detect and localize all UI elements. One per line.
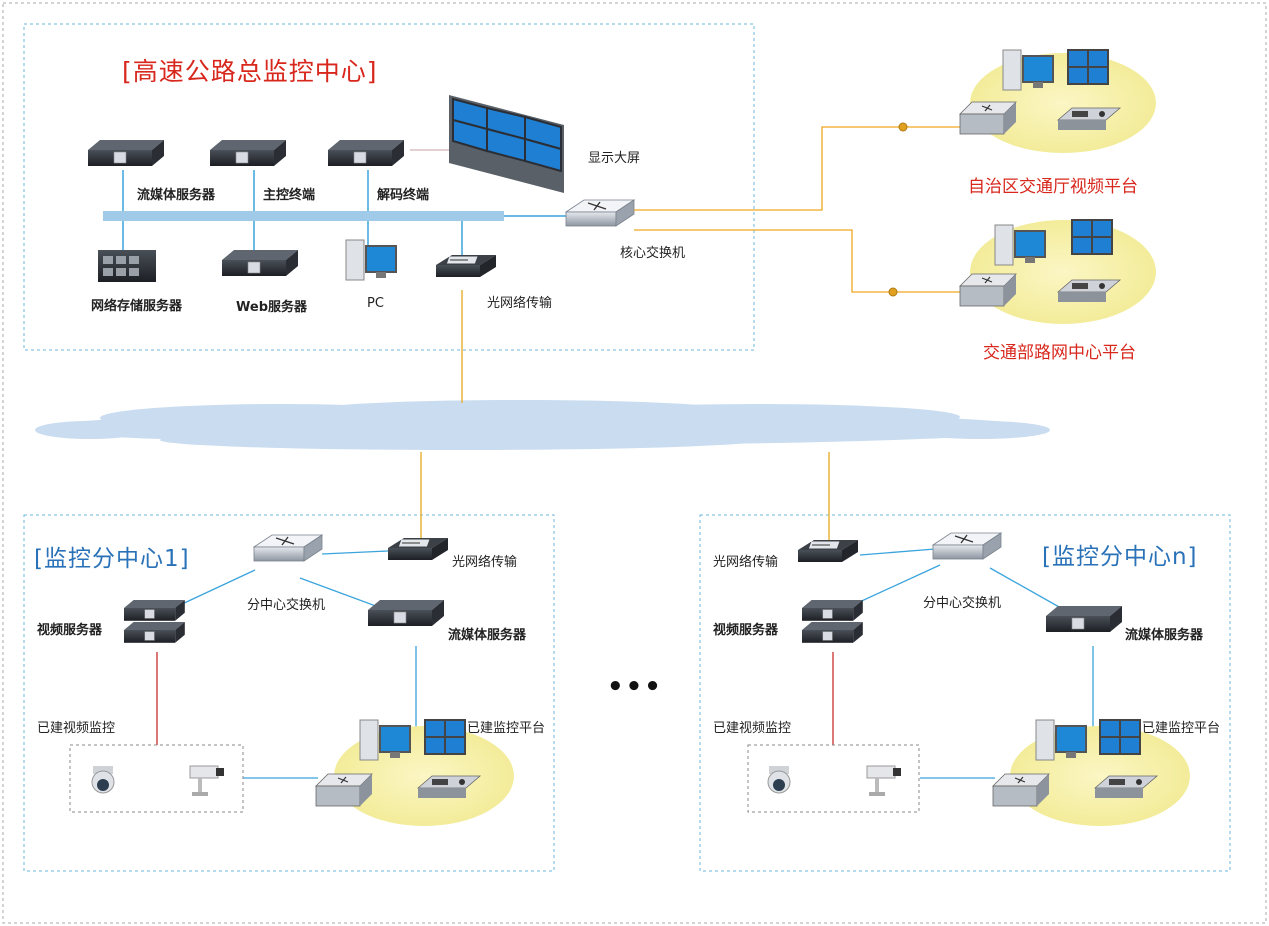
subn-stream-server-label: 流媒体服务器	[1125, 628, 1204, 643]
pc-hq	[345, 239, 397, 281]
sub1-stream-server	[367, 599, 445, 627]
ministry-platform-label: 交通部路网中心平台	[983, 343, 1136, 363]
subn-region	[699, 514, 1231, 872]
hq-title: [高速公路总监控中心]	[122, 57, 378, 86]
remote-link-node-2	[888, 287, 898, 297]
remote-link-node-1	[898, 122, 908, 132]
subn-stream-server	[1045, 605, 1123, 633]
main-control-label: 主控终端	[263, 188, 316, 203]
subn-switch	[932, 532, 1002, 560]
sub1-region	[23, 514, 555, 872]
fiber-trunks	[420, 290, 830, 543]
sub1-bullet-camera	[189, 765, 225, 797]
nas-label: 网络存储服务器	[91, 299, 183, 314]
stream-server-hq	[87, 139, 165, 167]
remote-links	[634, 126, 960, 293]
subn-existing-video-label: 已建视频监控	[713, 721, 792, 736]
sub1-existing-platform-label: 已建监控平台	[467, 721, 546, 736]
hq-fiber-label: 光网络传输	[487, 296, 553, 311]
core-switch-label: 核心交换机	[620, 246, 686, 261]
decoder-label: 解码终端	[377, 188, 430, 203]
hq-stream-server-label: 流媒体服务器	[137, 188, 216, 203]
sub1-dome-camera	[91, 765, 115, 794]
web-server	[221, 249, 299, 277]
core-switch	[565, 199, 635, 227]
web-server-label: Web服务器	[236, 300, 307, 315]
fiber-transceiver-hq	[435, 254, 497, 278]
nas-server	[98, 250, 156, 282]
subn-switch-label: 分中心交换机	[923, 596, 1002, 611]
subn-platform-wall	[1099, 719, 1141, 755]
regional-nvr	[959, 101, 1017, 135]
ministry-nvr	[959, 273, 1017, 307]
subn-dome-camera	[767, 765, 791, 794]
ministry-video-wall	[1071, 219, 1113, 255]
sub1-video-server-b	[123, 621, 186, 644]
sub1-switch	[253, 534, 323, 562]
sub1-fiber-transceiver	[387, 537, 449, 561]
display-wall-label: 显示大屏	[588, 151, 641, 166]
subn-video-server-b	[801, 621, 864, 644]
sub1-title: [监控分中心1]	[34, 546, 190, 572]
regional-platform-label: 自治区交通厅视频平台	[968, 177, 1138, 197]
subn-existing-video-box	[747, 744, 920, 813]
subn-platform-nvr	[992, 773, 1050, 807]
sub1-platform-nvr	[315, 773, 373, 807]
sub1-stream-server-label: 流媒体服务器	[448, 628, 527, 643]
subn-video-server-a	[801, 599, 864, 622]
regional-video-wall	[1067, 49, 1109, 85]
display-wall	[449, 95, 564, 193]
sub1-existing-video-box	[69, 744, 244, 813]
pc-label: PC	[367, 296, 384, 311]
subn-title: [监控分中心n]	[1042, 544, 1198, 570]
sub1-video-server-label: 视频服务器	[37, 623, 103, 638]
sub1-platform-wall	[424, 719, 466, 755]
subn-video-server-label: 视频服务器	[713, 623, 779, 638]
sub1-switch-label: 分中心交换机	[247, 598, 326, 613]
ellipsis: •••	[607, 672, 663, 702]
network-cloud	[35, 400, 1050, 450]
sub1-fiber-label: 光网络传输	[452, 555, 518, 570]
sub1-existing-video-label: 已建视频监控	[37, 721, 116, 736]
hq-network-bus	[103, 211, 504, 221]
subn-bullet-camera	[866, 765, 902, 797]
subn-fiber-transceiver	[797, 539, 859, 563]
subn-fiber-label: 光网络传输	[713, 555, 779, 570]
decoder-terminal	[327, 139, 405, 167]
sub1-video-server-a	[123, 599, 186, 622]
main-control-terminal	[209, 139, 287, 167]
subn-existing-platform-label: 已建监控平台	[1142, 721, 1221, 736]
